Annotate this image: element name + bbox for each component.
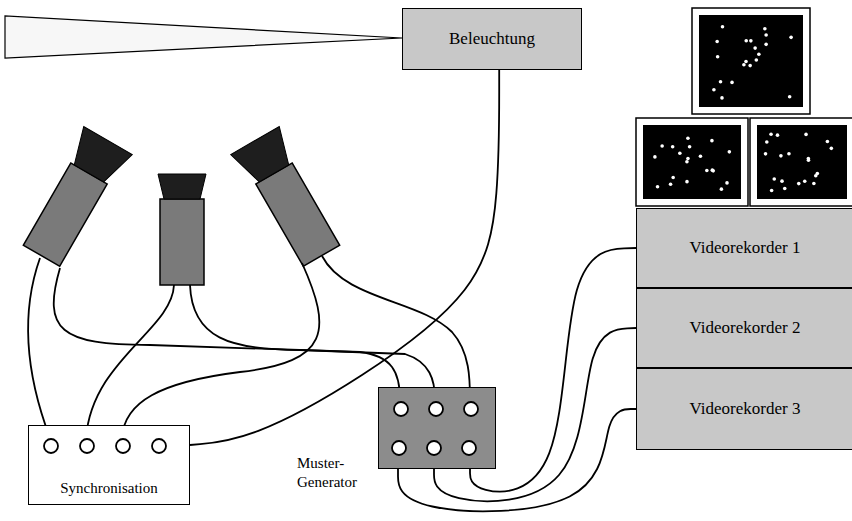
camera [231,127,346,270]
screen-dot [749,39,753,43]
screen-dot [730,81,734,85]
screen-dot [653,155,657,159]
screen-dot [686,136,690,140]
screen-dot [764,33,768,37]
screen-dot [830,147,834,151]
screen-dot [744,60,748,64]
screen-dot [816,172,820,176]
screen-dot [780,179,784,183]
screen-dot [685,160,689,164]
screen-dot [812,182,816,186]
camera [17,127,132,270]
screen-dot [720,187,724,191]
screen-dot [779,154,783,158]
screen-dot [772,177,776,181]
screen-dot [804,133,808,137]
screen-dot [678,152,682,156]
screen-dot [763,27,767,31]
monitors [636,8,852,206]
box-label: Synchronisation [60,479,158,498]
socket [392,441,406,455]
socket [462,441,476,455]
screen-dot [826,140,830,144]
screen-dot [711,169,715,173]
socket [394,402,408,416]
socket [464,402,478,416]
screen-dot [755,58,759,62]
connector-sockets [379,388,497,470]
socket [44,439,58,453]
box-label: Beleuchtung [449,28,535,49]
socket [116,439,130,453]
light-beam [5,16,402,58]
screen-dot [719,80,723,84]
screen-dot [685,180,689,184]
camera [158,174,206,285]
light-box: Beleuchtung [402,8,582,70]
box-label: Videorekorder 3 [690,398,801,419]
screen-dot [710,139,714,143]
screen-dot [688,145,692,149]
screen-dot [712,88,716,92]
screen-dot [656,185,660,189]
pattern-generator-box: Muster- Generator [378,387,496,469]
recorder-box: Videorekorder 1 [636,208,852,288]
screen-dot [757,52,761,56]
screen-dot [797,182,801,186]
screen-dot [770,189,774,193]
socket [80,439,94,453]
box-label: Videorekorder 1 [690,237,801,258]
screen-dot [710,168,714,172]
screen-dot [753,46,757,50]
screen-dot [748,64,752,68]
screen-dot [720,96,724,100]
device-label: Muster- Generator [297,454,373,492]
box-label: Videorekorder 2 [690,317,801,338]
screen-dot [671,176,675,180]
screen-dot [776,133,780,137]
screen-dot [716,55,720,59]
screen-dot [725,181,729,185]
socket [152,439,166,453]
screen-dot [721,25,725,29]
recorder-box: Videorekorder 2 [636,288,852,368]
screen-dot [728,150,732,154]
sync-box: Synchronisation [28,425,190,505]
screen-dot [705,169,709,173]
screen-dot [764,152,768,156]
screen-dot [788,95,792,99]
screen-dot [789,36,793,40]
socket [427,441,441,455]
screen-dot [686,157,690,161]
screen-dot [764,43,768,47]
screen-dot [783,187,787,191]
recorder-box: Videorekorder 3 [636,368,852,450]
screen-dot [744,39,748,43]
screen-dot [660,144,664,148]
screen-dot [787,152,791,156]
screen-dot [807,158,811,162]
screen-dot [715,40,719,44]
screen-dot [699,155,703,159]
screen-dot [671,145,675,149]
screen-dot [742,63,746,67]
screen-dot [769,132,773,136]
screen-dot [669,182,673,186]
socket [429,402,443,416]
screen-dot [765,140,769,144]
screen-dot [803,179,807,183]
